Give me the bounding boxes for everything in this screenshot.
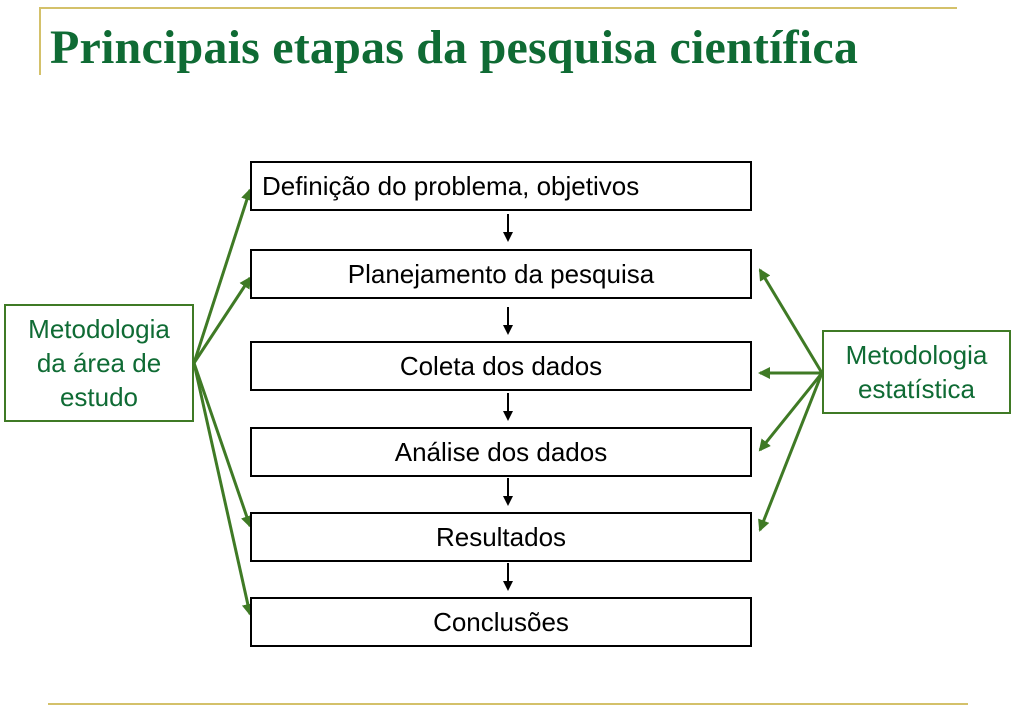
slide-title: Principais etapas da pesquisa científica	[50, 21, 859, 74]
right-box-line-2: estatística	[857, 374, 976, 404]
left-box-line-2: da área de	[36, 348, 162, 378]
step-coleta-dados: Coleta dos dados	[250, 341, 752, 391]
frame-bottom-line	[48, 703, 968, 705]
step-conclusoes: Conclusões	[250, 597, 752, 647]
left-arrow-planejamento	[192, 276, 252, 364]
left-arrow-resultados	[192, 362, 253, 528]
frame-top-line	[39, 7, 957, 9]
right-arrow-planejamento	[758, 268, 824, 374]
right-arrow-analise	[758, 372, 824, 452]
step-analise-dados: Análise dos dados	[250, 427, 752, 477]
left-box-line-3: estudo	[59, 382, 139, 412]
right-box-line-1: Metodologia	[845, 340, 988, 370]
left-arrow-conclusoes	[192, 362, 254, 616]
right-arrow-resultados	[758, 372, 824, 532]
step-planejamento: Planejamento da pesquisa	[250, 249, 752, 299]
metodologia-estatistica-box: Metodologia estatística	[822, 330, 1011, 414]
left-box-line-1: Metodologia	[28, 314, 170, 344]
step-definicao-problema: Definição do problema, objetivos	[250, 161, 752, 211]
frame-left-line	[39, 7, 41, 75]
metodologia-area-estudo-box: Metodologia da área de estudo	[4, 304, 194, 422]
left-arrow-definicao	[192, 188, 253, 364]
step-resultados: Resultados	[250, 512, 752, 562]
